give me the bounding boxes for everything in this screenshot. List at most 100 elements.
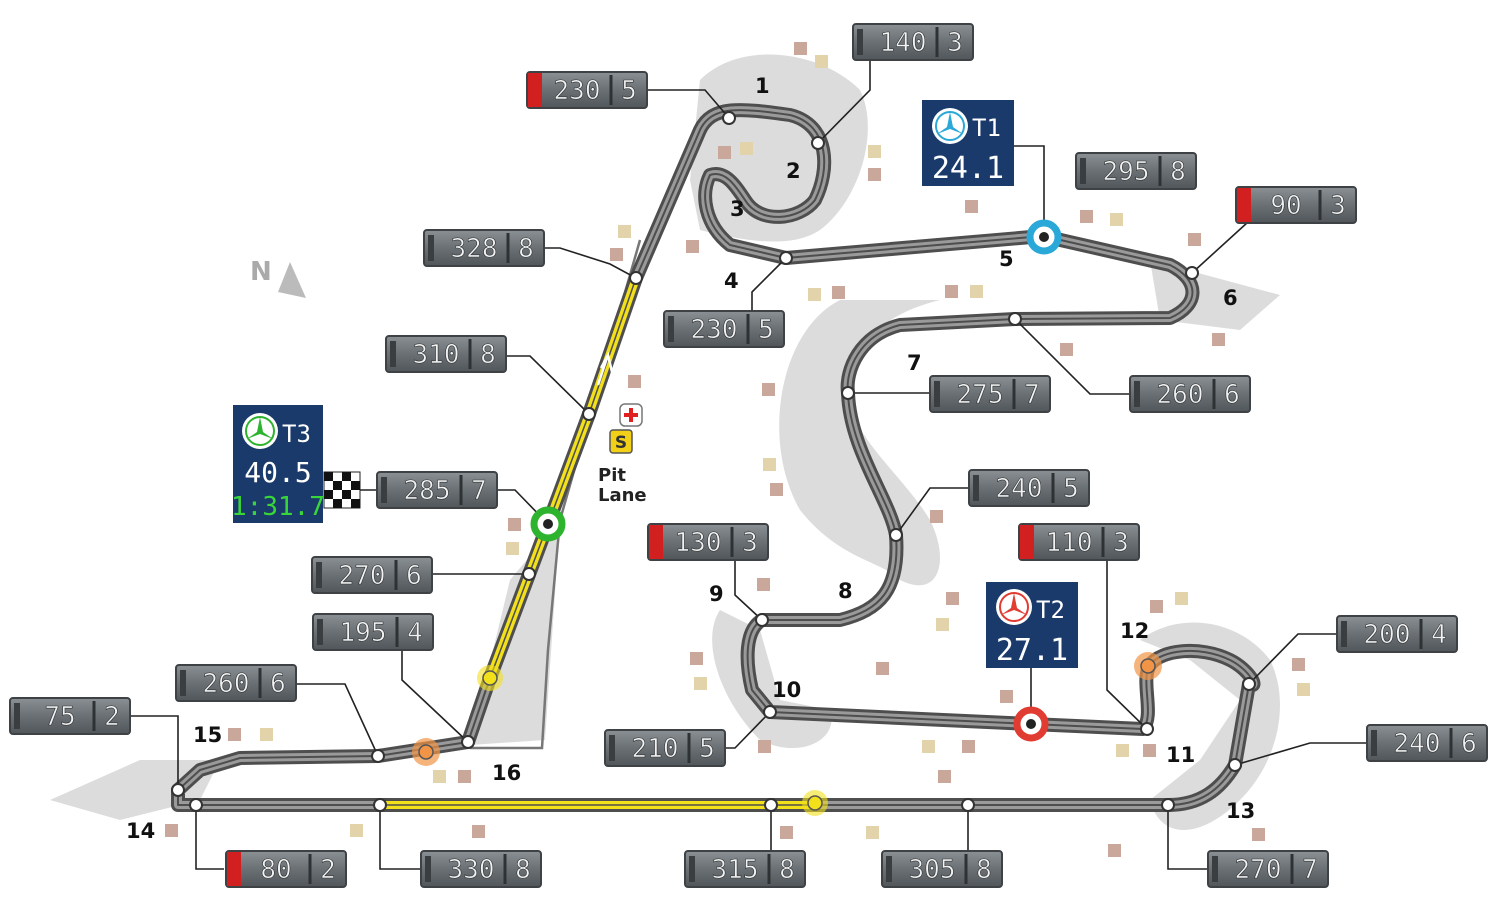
gravel-dot <box>1080 210 1093 223</box>
track-point <box>722 111 736 125</box>
box-notch <box>609 735 615 761</box>
leader-lines <box>130 58 1368 870</box>
timing-markers <box>530 219 1062 742</box>
gravel-dot <box>922 740 935 753</box>
speed-gear-box-bg <box>929 375 1051 413</box>
gravel-dot <box>740 142 753 155</box>
speed-gear-box: 210 5 <box>604 729 726 767</box>
timing-marker-t1-center <box>1039 232 1049 242</box>
speed-value: 140 <box>880 28 927 58</box>
gear-value: 3 <box>1330 191 1346 221</box>
gravel-dot <box>350 824 363 837</box>
drs-detection-marker-core <box>807 795 823 811</box>
leader-line <box>297 683 379 757</box>
compass: N <box>250 257 306 298</box>
speed-gear-box-bg <box>420 850 542 888</box>
gear-value: 3 <box>1113 528 1129 558</box>
gravel-dot <box>794 42 807 55</box>
gravel-dot <box>433 770 446 783</box>
speed-value: 230 <box>691 315 738 345</box>
gravel-dot <box>506 542 519 555</box>
turn-number: 12 <box>1120 619 1149 643</box>
gear-value: 8 <box>515 855 531 885</box>
gear-value: 2 <box>320 855 336 885</box>
overtaking-marker-core <box>1140 658 1156 674</box>
gear-value: 3 <box>742 528 758 558</box>
speed-value: 328 <box>451 234 498 264</box>
gear-value: 4 <box>1431 620 1447 650</box>
gear-value: 7 <box>1024 380 1040 410</box>
speed-gear-box-bg <box>1366 724 1488 762</box>
gravel-dot <box>610 248 623 261</box>
gravel-dot <box>868 145 881 158</box>
speed-gear-box-bg <box>647 523 769 561</box>
turn-number: 8 <box>838 579 853 603</box>
box-notch <box>381 477 387 503</box>
speed-value: 75 <box>44 702 75 732</box>
track-point <box>1008 312 1022 326</box>
speed-value: 270 <box>339 561 386 591</box>
turn-number: 13 <box>1226 799 1255 823</box>
gravel-dot <box>718 146 731 159</box>
speed-gear-box-bg <box>1336 615 1458 653</box>
track-point <box>629 271 643 285</box>
gravel-dot <box>780 826 793 839</box>
speed-value: 285 <box>404 476 451 506</box>
gravel-dot <box>876 662 889 675</box>
leader-line <box>1167 805 1208 870</box>
track-points <box>171 111 1256 812</box>
gear-value: 5 <box>1063 474 1079 504</box>
gravel-dot <box>1000 690 1013 703</box>
leader-line <box>1248 633 1338 685</box>
speed-value: 295 <box>1103 157 1150 187</box>
timing-marker-t3-center <box>543 519 553 529</box>
braking-indicator <box>1237 188 1251 222</box>
gravel-dot <box>694 677 707 690</box>
track-point <box>755 613 769 627</box>
box-notch <box>668 316 674 342</box>
speed-value: 260 <box>1157 380 1204 410</box>
timing-panel-id: T1 <box>972 114 1001 142</box>
gear-value: 5 <box>699 734 715 764</box>
speed-value: 210 <box>632 734 679 764</box>
gear-value: 8 <box>1170 157 1186 187</box>
box-notch <box>1212 856 1218 882</box>
leader-line <box>751 257 787 312</box>
safety-car-icon <box>609 429 633 454</box>
timing-panel-t2: T2 27.1 <box>986 582 1078 668</box>
gravel-dot <box>866 826 879 839</box>
leader-line <box>195 805 224 870</box>
speed-value: 110 <box>1046 528 1093 558</box>
gravel-dot <box>472 825 485 838</box>
speed-gear-box-bg <box>423 229 545 267</box>
leader-line <box>130 715 179 790</box>
speed-gear-box-bg <box>1129 375 1251 413</box>
box-notch <box>1134 381 1140 407</box>
braking-indicator <box>649 525 663 559</box>
gravel-dot <box>962 740 975 753</box>
track-point <box>811 136 825 150</box>
leader-line <box>1234 742 1368 766</box>
box-notch <box>1080 158 1086 184</box>
track <box>171 103 1261 812</box>
speed-value: 270 <box>1235 855 1282 885</box>
gravel-dot <box>832 286 845 299</box>
gravel-dot <box>1116 744 1129 757</box>
speed-gear-box-bg <box>684 850 806 888</box>
speed-value: 195 <box>340 618 387 648</box>
gravel-dot <box>815 55 828 68</box>
turn-number: 2 <box>786 159 801 183</box>
compass-label: N <box>250 257 272 287</box>
speed-gear-box-bg <box>1018 523 1140 561</box>
pit-lane-label: S Pit Lane <box>598 403 647 506</box>
gravel-dot <box>757 578 770 591</box>
